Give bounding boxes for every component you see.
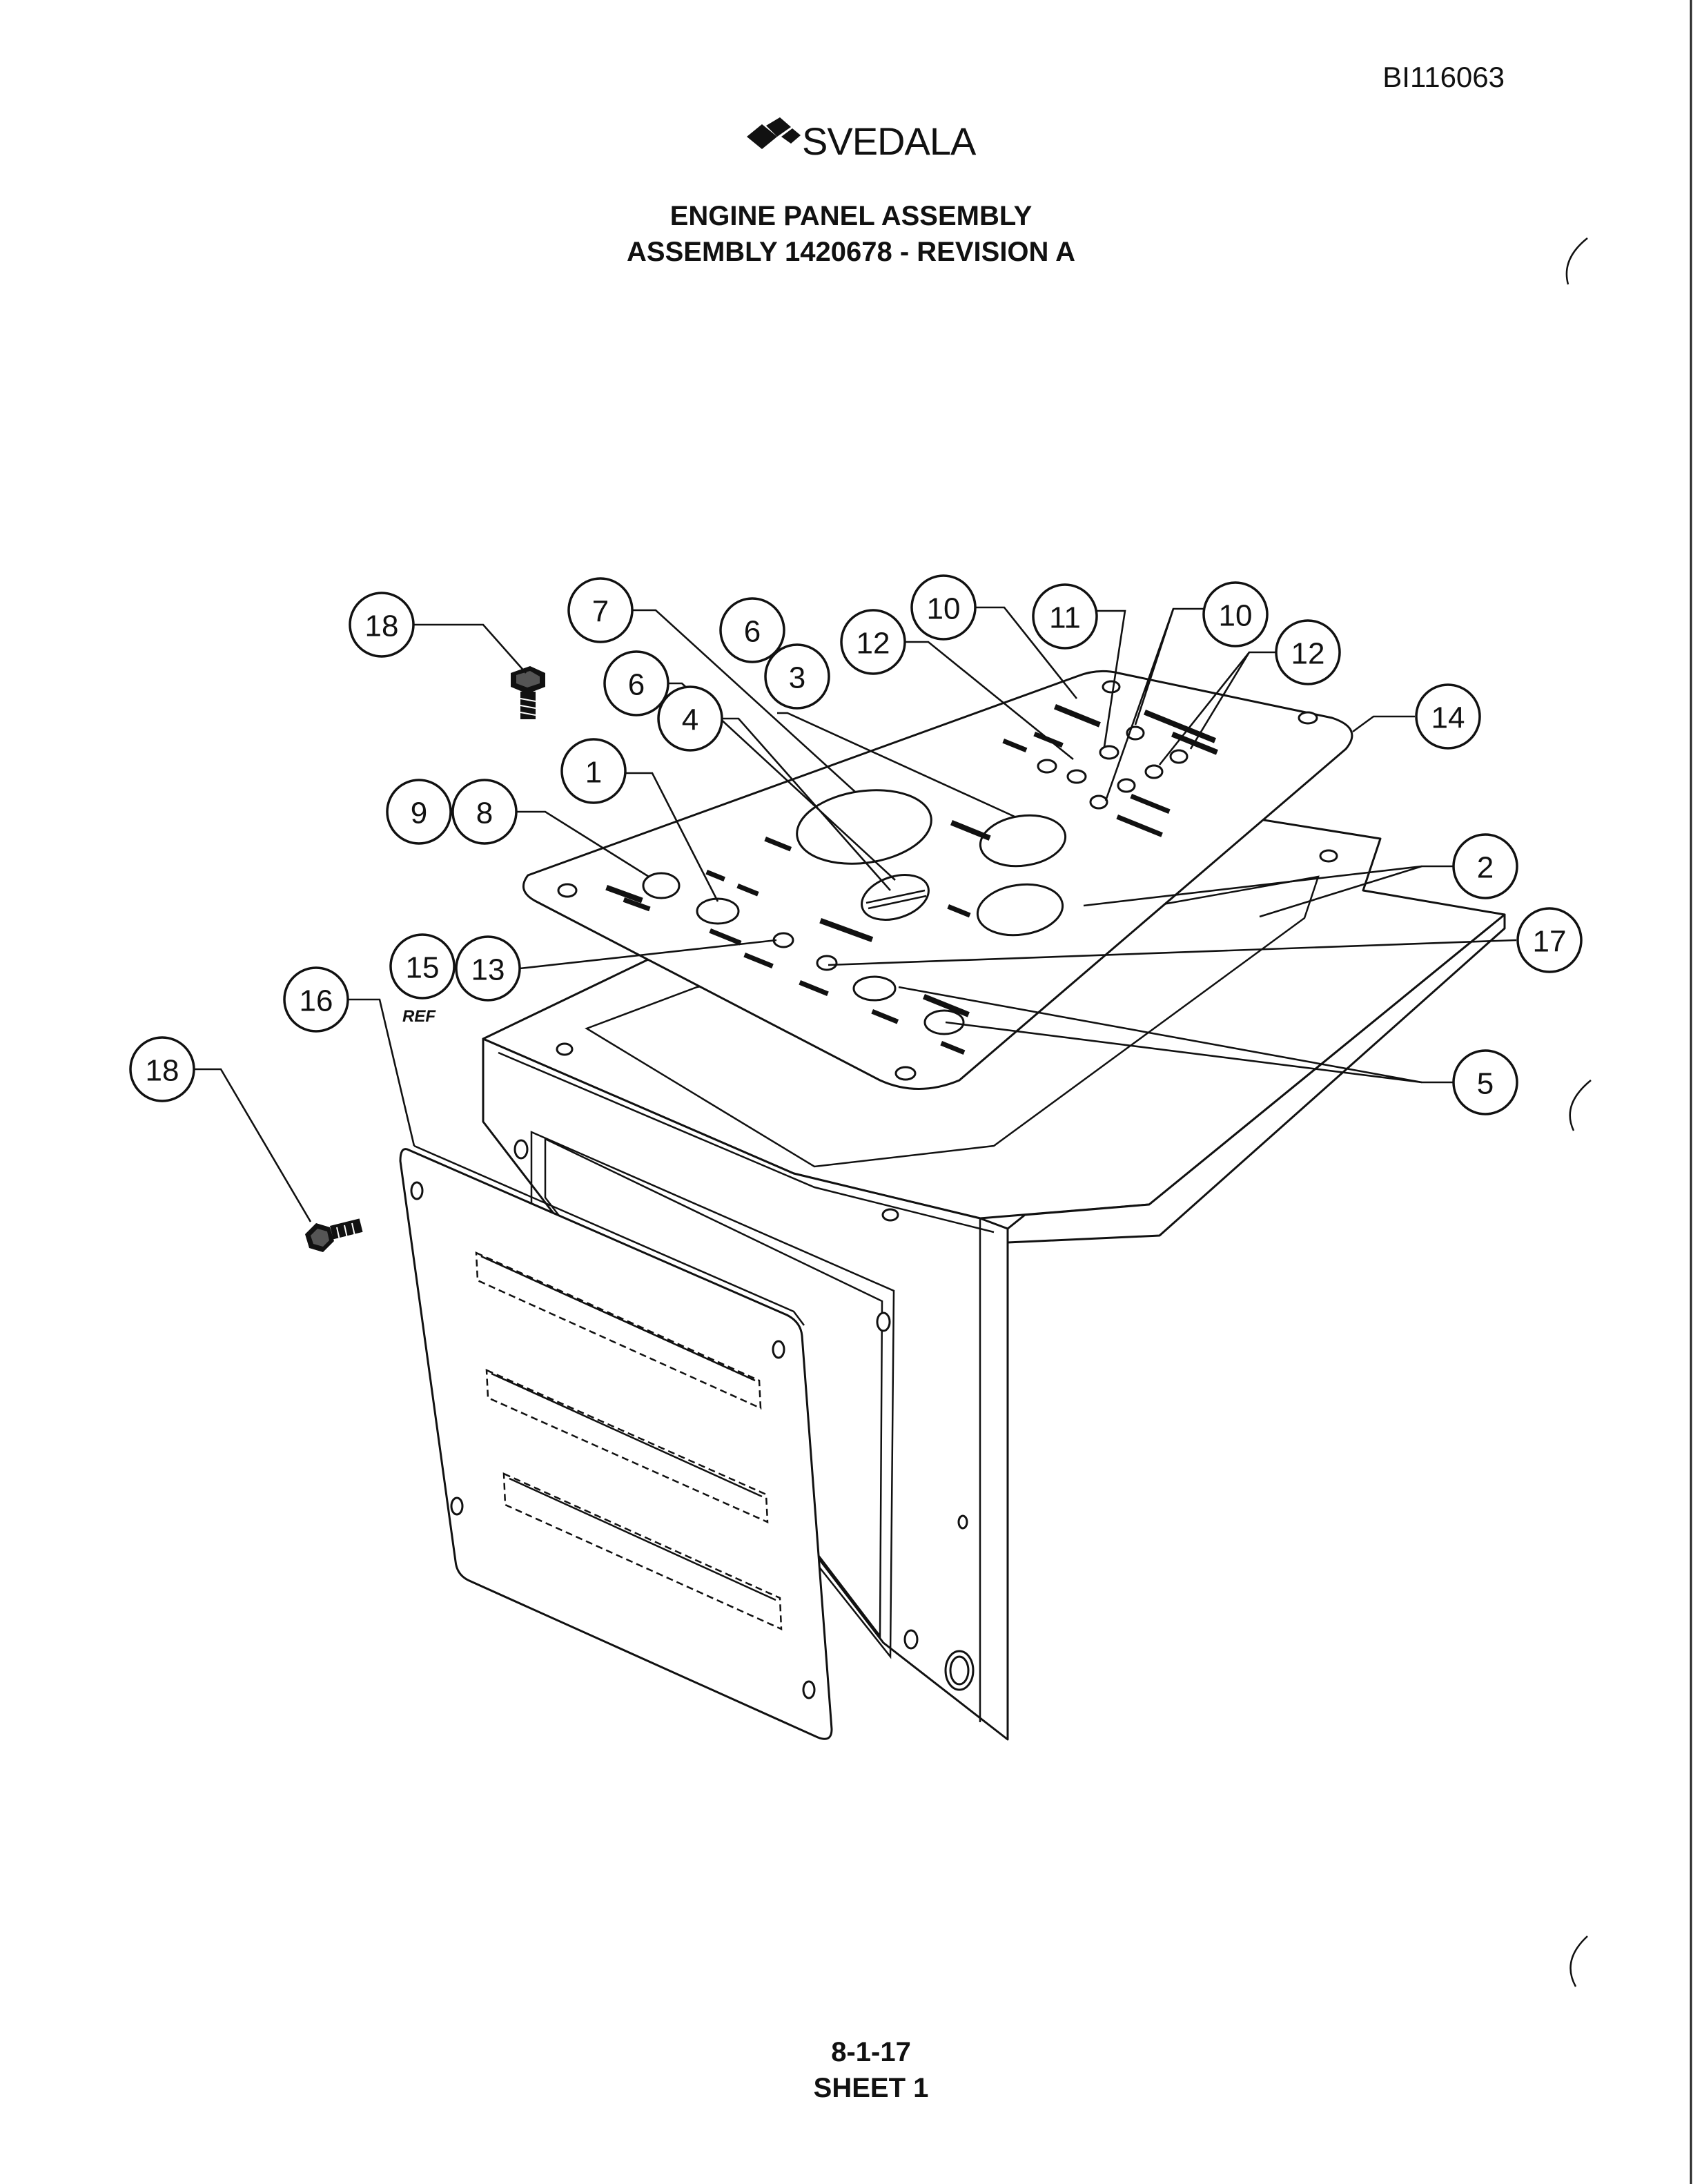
- callout-6: 6: [719, 597, 785, 663]
- svg-text:18: 18: [146, 1054, 179, 1088]
- svg-text:10: 10: [1219, 599, 1253, 633]
- callout-1: 1: [560, 738, 627, 804]
- callout-5: 5: [1452, 1049, 1518, 1115]
- binder-hole-mark: [1565, 237, 1588, 285]
- svg-text:2: 2: [1477, 851, 1494, 885]
- sheet-number: SHEET 1: [814, 2073, 929, 2103]
- brand-name: SVEDALA: [802, 119, 977, 163]
- svg-text:6: 6: [744, 615, 761, 649]
- svg-text:14: 14: [1431, 701, 1465, 735]
- svg-text:8: 8: [476, 797, 493, 830]
- title-line-1: ENGINE PANEL ASSEMBLY: [670, 201, 1033, 231]
- svedala-diamond-logo-icon: [747, 117, 801, 149]
- callout-13: 13: [455, 935, 521, 1002]
- svg-text:13: 13: [471, 953, 505, 987]
- svg-text:9: 9: [411, 797, 427, 830]
- binder-hole-mark: [1569, 1936, 1588, 1987]
- callout-12: 12: [840, 609, 906, 675]
- document-id: BI116063: [1382, 61, 1505, 93]
- callout-12: 12: [1275, 619, 1341, 685]
- callout-6: 6: [603, 650, 669, 716]
- callout-15: 15: [389, 933, 456, 1000]
- callout-9: 9: [386, 779, 452, 845]
- hex-bolt-icon: [511, 666, 545, 719]
- callout-7: 7: [567, 577, 634, 643]
- callout-16: 16: [283, 966, 349, 1033]
- callout-17: 17: [1516, 907, 1583, 973]
- callout-2: 2: [1452, 833, 1518, 899]
- callout-8: 8: [451, 779, 518, 845]
- svg-text:7: 7: [592, 595, 609, 629]
- svg-text:10: 10: [927, 592, 961, 626]
- callout-10: 10: [910, 574, 977, 641]
- svg-text:16: 16: [300, 984, 333, 1018]
- callout-4: 4: [657, 685, 723, 752]
- svg-text:12: 12: [1291, 637, 1325, 671]
- page-number: 8-1-17: [831, 2037, 911, 2067]
- svg-text:3: 3: [789, 661, 805, 695]
- svg-text:12: 12: [857, 627, 890, 661]
- callout-10: 10: [1202, 581, 1269, 647]
- svg-text:17: 17: [1533, 925, 1567, 959]
- svg-text:11: 11: [1049, 601, 1081, 635]
- svg-text:6: 6: [628, 668, 645, 702]
- front-cover-plate: [399, 1144, 833, 1740]
- leader-lines: [193, 606, 1517, 1222]
- callout-3: 3: [764, 643, 830, 710]
- hex-bolt-icon: [305, 1218, 363, 1252]
- callout-18: 18: [349, 592, 415, 658]
- svg-text:4: 4: [682, 703, 698, 737]
- binder-hole-mark: [1569, 1080, 1592, 1131]
- svg-text:15: 15: [406, 951, 440, 985]
- title-line-2: ASSEMBLY 1420678 - REVISION A: [627, 237, 1075, 267]
- decal-label-marks: [605, 704, 1218, 1055]
- instrument-panel-plate: [522, 670, 1353, 1090]
- callout-18: 18: [129, 1036, 195, 1102]
- svg-text:5: 5: [1477, 1067, 1494, 1101]
- callout-14: 14: [1415, 683, 1481, 750]
- callout-11: 11: [1032, 583, 1098, 650]
- ref-note: REF: [402, 1007, 436, 1026]
- svg-text:18: 18: [365, 610, 399, 643]
- svg-text:1: 1: [585, 756, 602, 790]
